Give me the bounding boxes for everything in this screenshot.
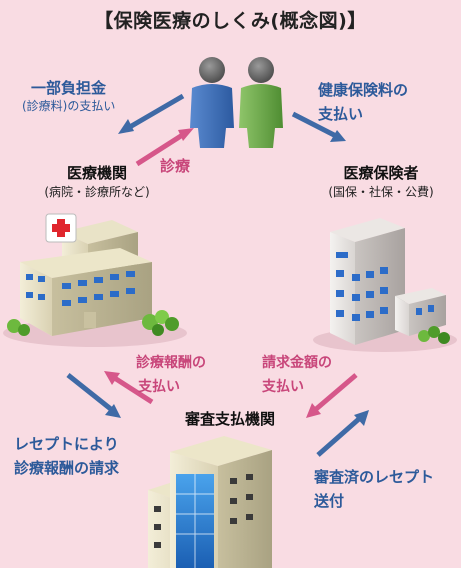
label-receipt-claim: レセプトにより [14, 435, 119, 453]
label-premium-payment: 健康保険料の [318, 81, 409, 99]
node-insurer: 医療保険者 [343, 164, 419, 182]
label-patient-payment: 一部負担金 [31, 79, 107, 97]
label-sent-receipt-2: 送付 [314, 492, 345, 510]
node-medical-institution-sub: (病院・診療所など) [44, 185, 150, 199]
label-claim-payment: 請求金額の [262, 355, 332, 371]
review-org-building-icon [148, 436, 272, 568]
label-premium-payment-2: 支払い [318, 105, 364, 123]
label-fee-payment-2: 支払い [138, 379, 180, 395]
patient-icon-green [239, 57, 283, 148]
arrow-payment-to-clinic [118, 93, 185, 134]
arrow-fee-payment [104, 371, 154, 405]
label-receipt-claim-2: 診療報酬の請求 [14, 459, 120, 477]
node-medical-institution: 医療機関 [66, 164, 127, 182]
hospital-icon [3, 213, 187, 347]
insurer-building-icon [313, 218, 457, 352]
label-fee-payment: 診療報酬の [136, 355, 206, 371]
arrow-sent-receipt [316, 410, 369, 457]
arrow-receipt-claim [66, 373, 121, 418]
patient-icon-blue [190, 57, 234, 148]
arrow-treatment [135, 128, 194, 167]
node-review-org: 審査支払機関 [184, 410, 275, 428]
label-patient-payment-sub: (診療料)の支払い [22, 99, 116, 113]
node-insurer-sub: (国保・社保・公費) [328, 185, 434, 199]
label-sent-receipt: 審査済のレセプト [314, 468, 435, 486]
label-claim-payment-2: 支払い [262, 379, 304, 395]
label-treatment: 診療 [160, 157, 191, 175]
arrow-claim-payment [306, 373, 358, 418]
page-title: 【保険医療のしくみ(概念図)】 [94, 10, 367, 32]
arrow-premium [291, 111, 346, 142]
